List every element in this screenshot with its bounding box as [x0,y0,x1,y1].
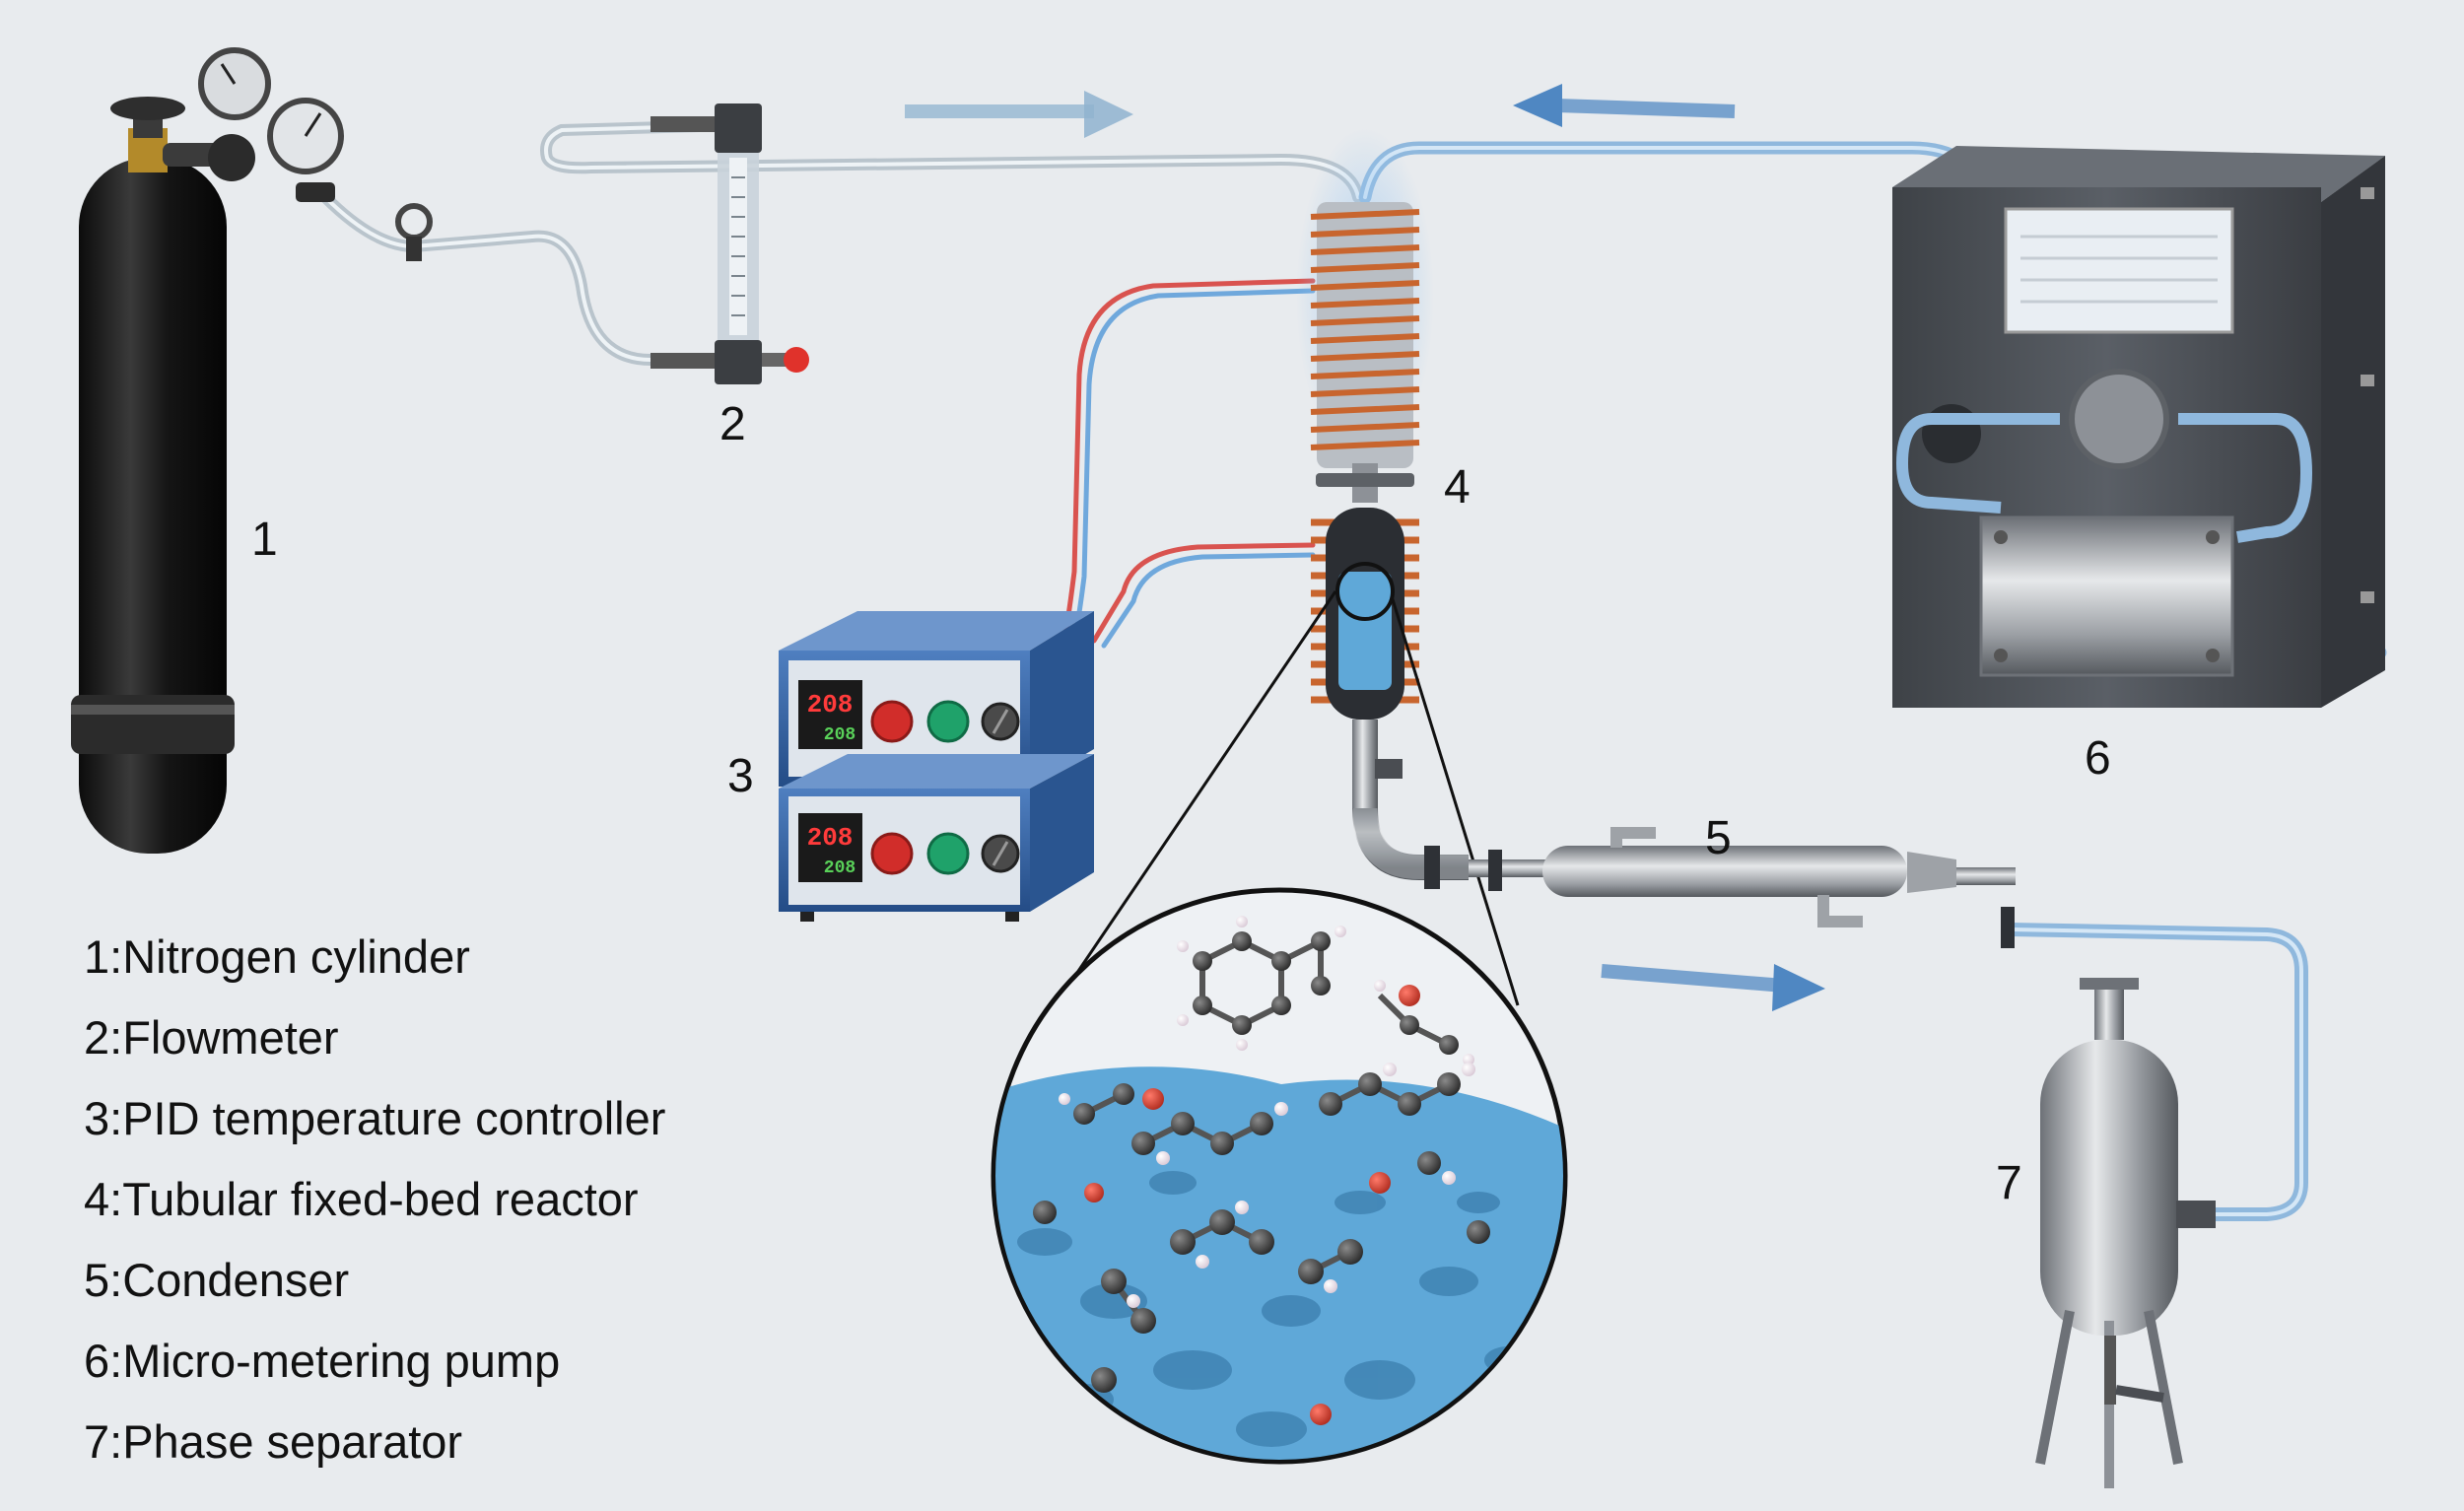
condenser [1469,827,2016,948]
flow-arrow-right-bottom [1601,964,1785,993]
hydrogen-atoms [1059,916,1475,1308]
phase-separator [2035,978,2216,1488]
label-2: 2 [719,398,746,450]
label-3: 3 [727,750,754,802]
pump-head-icon [2069,369,2169,469]
catalyst-zoom-view [991,887,1568,1465]
flow-arrow-right-top-head [1084,91,1133,138]
valve-handle-icon [395,203,433,261]
flow-arrow-right-bottom-head [1772,964,1825,1011]
pid-display-red: 208 [807,690,854,720]
label-1: 1 [251,514,278,566]
pid-display-red-lower: 208 [807,823,854,853]
pressure-gauge-left-icon [198,47,271,120]
oxygen-atoms [1084,985,1420,1425]
label-5: 5 [1705,812,1732,864]
pid-display-green-lower: 208 [824,859,856,878]
green-button-icon [926,700,970,743]
legend-item-1: 1:Nitrogen cylinder [84,930,470,983]
legend-item-4: 4:Tubular fixed-bed reactor [84,1173,639,1225]
nitrogen-cylinder [71,47,433,854]
red-button-icon [870,700,914,743]
wire-blue-lower [1101,552,1316,649]
pressure-gauge-right-icon [267,98,344,174]
pid-display-green: 208 [824,725,856,745]
pid-controller-lower: 208 208 [779,754,1094,922]
legend-item-6: 6:Micro-metering pump [84,1335,561,1387]
wire-red-lower [1091,542,1316,644]
pump-screen [2004,207,2234,334]
tubular-reactor [1023,128,1520,1051]
legend-item-2: 2:Flowmeter [84,1011,339,1064]
label-6: 6 [2085,732,2111,785]
wire-blue-upper [1071,288,1316,644]
flow-arrow-left-top-head [1513,84,1562,127]
flow-arrow-left-top [1556,99,1736,118]
label-7: 7 [1996,1157,2022,1209]
legend-item-3: 3:PID temperature controller [84,1092,666,1144]
label-4: 4 [1444,461,1471,514]
flowmeter [650,103,809,384]
green-button-icon [926,832,970,875]
legend-item-5: 5:Condenser [84,1254,350,1306]
legend-item-7: 7:Phase separator [84,1415,463,1468]
red-button-icon [870,832,914,875]
micro-metering-pump [1892,146,2385,708]
tube-cylinder-to-flowmeter [319,191,706,366]
legend: 1:Nitrogen cylinder 2:Flowmeter 3:PID te… [84,917,665,1482]
flowmeter-knob-icon [784,347,809,373]
flow-arrows [905,84,1825,1011]
carbon-atoms [1033,931,1490,1393]
pid-controllers: 208 208 208 208 [779,611,1094,922]
preheater-coil [1310,209,1420,450]
